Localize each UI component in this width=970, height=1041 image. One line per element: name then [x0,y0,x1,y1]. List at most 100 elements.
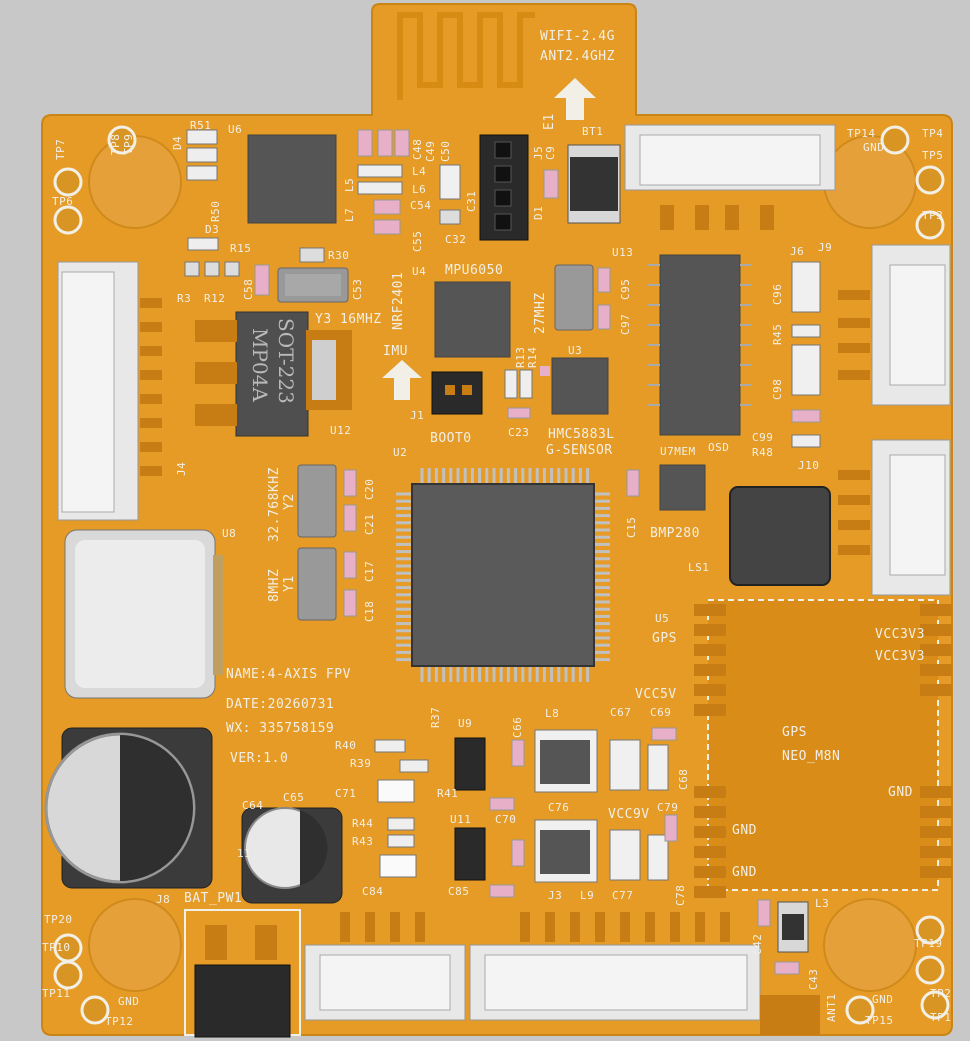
y2-crystal [297,464,337,538]
ref-l9: L9 [580,889,595,902]
ref-r44: R44 [352,817,374,830]
ref-c61: 11 [237,847,252,860]
bmp280-sensor [659,464,706,511]
ref-bt1: BT1 [582,125,604,138]
crystal-y1-ref: Y1 [282,575,297,592]
board-name: NAME:4-AXIS FPV [226,667,351,682]
ref-c42: C42 [751,933,764,955]
gsensor-label: G-SENSOR [546,443,613,458]
ref-r3: R3 [177,292,192,305]
wifi-antenna-trace [397,12,535,100]
crystal-y2-ref: Y2 [282,493,297,510]
ref-c98: C98 [771,378,784,400]
ref-c78: C78 [674,884,687,906]
ref-u4: U4 [412,265,427,278]
y1-crystal [297,547,337,621]
ref-c31: C31 [465,190,478,212]
osd-label: OSD [708,441,730,454]
ref-c70: C70 [495,813,517,826]
ref-r41: R41 [437,787,459,800]
ref-r13: R13 [514,346,527,368]
ref-tp9: TP9 [122,133,135,155]
crystal-27mhz-label: 27MHZ [533,292,548,334]
ref-c21: C21 [363,513,376,535]
regulator-label-2: MP04A [248,328,272,402]
ref-c64: C64 [242,799,264,812]
ref-j10: J10 [798,459,820,472]
crystal-y1-freq: 8MHZ [267,568,282,602]
imu-arrow-label: IMU [383,344,408,359]
ref-c69: C69 [650,706,672,719]
ref-r39: R39 [350,757,372,770]
ref-c76: C76 [548,801,570,814]
ref-r50: R50 [209,200,222,222]
board-date: DATE:20260731 [226,697,335,712]
ref-c77: C77 [612,889,634,902]
ref-j3: J3 [548,889,563,902]
ref-j4: J4 [175,461,188,476]
ref-l8: L8 [545,707,560,720]
boot0-jumper[interactable] [431,371,483,415]
ref-tp6: TP6 [52,195,74,208]
ref-u11: U11 [450,813,472,826]
crystal-y2-freq: 32.768KHZ [267,467,282,542]
antenna-label-1: WIFI-2.4G [540,29,615,44]
ref-j6: J6 [790,245,805,258]
ref-c95: C95 [619,278,632,300]
ref-c18: C18 [363,600,376,622]
ref-tp4: TP4 [922,127,944,140]
ref-c9: C9 [544,145,557,160]
ref-e1: E1 [542,113,557,130]
gps-title: GPS [782,725,807,740]
ref-j8: J8 [156,893,171,906]
ref-j9: J9 [818,241,833,254]
ref-r37: R37 [429,706,442,728]
ref-c48: C48 [411,138,424,160]
ref-r12: R12 [204,292,226,305]
board-wx: WX: 335758159 [226,721,335,736]
mpu6050-chip [434,281,511,358]
crystal-y3-label: Y3 16MHZ [315,312,382,327]
ref-tp3: TP3 [922,209,944,222]
imu-arrow-icon [382,360,422,400]
ref-d1: D1 [532,205,545,220]
capacitor-large [44,727,213,889]
ref-c54: C54 [410,199,432,212]
ref-tp1: TP1 [930,1011,952,1024]
mem-label: U7MEM [660,445,696,458]
ref-c79: C79 [657,801,679,814]
ref-l4: L4 [412,165,427,178]
ref-c99: C99 [752,431,774,444]
passive-components-topleft [184,129,325,296]
ref-u8: U8 [222,527,237,540]
regulator-label-1: SOT-223 [274,318,298,404]
ref-j5: J5 [532,145,545,160]
ref-tp8: TP8 [109,133,122,155]
ref-tp14: TP14 [847,127,876,140]
ref-l7: L7 [343,207,356,222]
board-version: VER:1.0 [230,751,289,766]
ref-j1: J1 [410,409,425,422]
nrf-chip-label: NRF2401 [391,271,406,330]
ref-tp15: TP15 [865,1014,894,1027]
bat-power-label: BAT_PW1 [184,891,243,906]
label-vcc9v: VCC9V [608,807,650,822]
ref-ls1: LS1 [688,561,710,574]
ref-c71: C71 [335,787,357,800]
ref-r30: R30 [328,249,350,262]
ref-u13: U13 [612,246,634,259]
ref-r48: R48 [752,446,774,459]
label-vcc5v: VCC5V [635,687,677,702]
ref-u5: U5 [655,612,670,625]
ref-d4: D4 [171,135,184,150]
ref-c58: C58 [242,278,255,300]
gps-model: NEO_M8N [782,749,841,764]
ref-u6: U6 [228,123,243,136]
ref-c17: C17 [363,560,376,582]
ref-c20: C20 [363,478,376,500]
label-gnd-br: GND [872,993,894,1006]
ref-c55: C55 [411,230,424,252]
mcu-pins [396,468,610,682]
ref-r40: R40 [335,739,357,752]
